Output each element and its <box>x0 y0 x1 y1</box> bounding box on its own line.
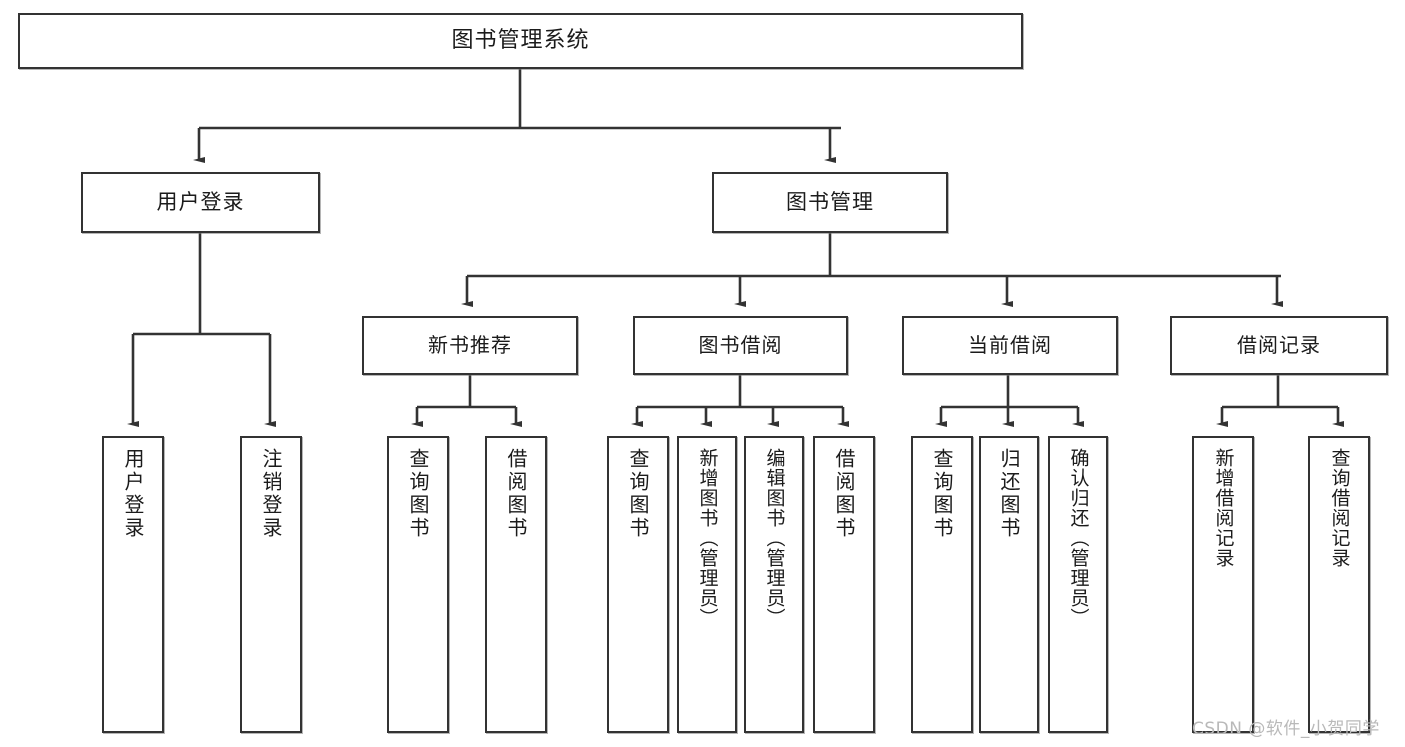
node-label: 注销登录 <box>259 448 283 540</box>
node-borrow-record[interactable]: 借阅记录 <box>1170 316 1388 375</box>
node-user-login[interactable]: 用户登录 <box>81 172 320 233</box>
node-leaf-query-book-2[interactable]: 查询图书 <box>607 436 669 733</box>
node-leaf-edit-book[interactable]: 编辑图书（管理员） <box>744 436 804 733</box>
node-leaf-borrow-book-1[interactable]: 借阅图书 <box>485 436 547 733</box>
node-label: 查询图书 <box>406 448 430 540</box>
node-leaf-query-book-1[interactable]: 查询图书 <box>387 436 449 733</box>
node-leaf-return-book[interactable]: 归还图书 <box>979 436 1039 733</box>
node-label: 新增借阅记录 <box>1212 448 1235 568</box>
node-label: 用户登录 <box>156 190 245 215</box>
node-label: 查询借阅记录 <box>1328 448 1351 568</box>
node-label: 借阅图书 <box>832 448 856 540</box>
node-label: 图书借阅 <box>698 333 783 357</box>
node-label: 新增图书（管理员） <box>696 448 719 628</box>
node-leaf-add-book[interactable]: 新增图书（管理员） <box>677 436 737 733</box>
node-leaf-user-logout[interactable]: 注销登录 <box>240 436 302 733</box>
node-label: 借阅图书 <box>504 448 528 540</box>
csdn-watermark: CSDN @软件_小贺同学 <box>1192 719 1380 739</box>
node-leaf-query-book-3[interactable]: 查询图书 <box>911 436 973 733</box>
node-label: 新书推荐 <box>428 333 512 357</box>
node-label: 编辑图书（管理员） <box>763 448 786 628</box>
node-book-manage[interactable]: 图书管理 <box>712 172 948 233</box>
node-leaf-borrow-book-2[interactable]: 借阅图书 <box>813 436 875 733</box>
node-root-system[interactable]: 图书管理系统 <box>18 13 1023 69</box>
node-label: 用户登录 <box>121 448 145 540</box>
node-label: 归还图书 <box>997 448 1021 540</box>
node-label: 当前借阅 <box>968 333 1052 357</box>
node-leaf-add-record[interactable]: 新增借阅记录 <box>1192 436 1254 733</box>
node-label: 确认归还（管理员） <box>1067 448 1090 628</box>
node-leaf-user-login[interactable]: 用户登录 <box>102 436 164 733</box>
node-book-borrow[interactable]: 图书借阅 <box>633 316 848 375</box>
node-current-borrow[interactable]: 当前借阅 <box>902 316 1118 375</box>
node-label: 借阅记录 <box>1237 333 1321 357</box>
node-leaf-confirm-return[interactable]: 确认归还（管理员） <box>1048 436 1108 733</box>
node-new-book-recommend[interactable]: 新书推荐 <box>362 316 578 375</box>
node-label: 查询图书 <box>930 448 954 540</box>
node-label: 图书管理 <box>786 190 874 215</box>
node-label: 查询图书 <box>626 448 650 540</box>
node-leaf-query-record[interactable]: 查询借阅记录 <box>1308 436 1370 733</box>
node-label: 图书管理系统 <box>451 28 590 54</box>
